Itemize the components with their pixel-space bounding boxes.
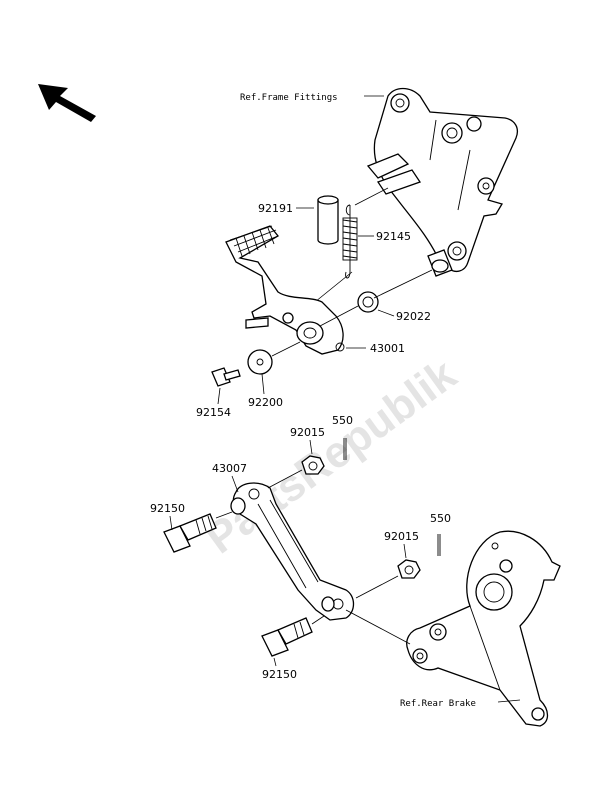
part-label-92150-lower: 92150 bbox=[262, 668, 297, 681]
spring-92145 bbox=[342, 204, 358, 279]
cotter-pin-550-upper bbox=[343, 438, 347, 460]
pivot-pin bbox=[427, 249, 453, 277]
ref-rear-brake-label: Ref.Rear Brake bbox=[400, 699, 476, 709]
part-label-43001: 43001 bbox=[370, 342, 405, 355]
part-label-92015-upper: 92015 bbox=[290, 426, 325, 439]
nut-92015-upper bbox=[301, 455, 325, 475]
part-label-92022: 92022 bbox=[396, 310, 431, 323]
part-label-550-lower: 550 bbox=[430, 512, 451, 525]
bolt-92154 bbox=[211, 367, 241, 387]
nut-92015-lower bbox=[397, 559, 421, 579]
rear-brake-arm bbox=[406, 530, 561, 727]
arrow-up-left-icon bbox=[38, 84, 96, 122]
bolt-92150-upper bbox=[163, 513, 217, 553]
frame-fitting-bracket bbox=[366, 87, 519, 273]
part-label-92200: 92200 bbox=[248, 396, 283, 409]
part-label-92150-upper: 92150 bbox=[150, 502, 185, 515]
bushing-92191 bbox=[317, 195, 339, 245]
part-label-92015-lower: 92015 bbox=[384, 530, 419, 543]
part-label-550-upper: 550 bbox=[332, 414, 353, 427]
part-label-92154: 92154 bbox=[196, 406, 231, 419]
cotter-pin-550-lower bbox=[437, 534, 441, 556]
washer-92022 bbox=[357, 291, 379, 313]
rod-43007 bbox=[230, 482, 355, 621]
bolt-92150-lower bbox=[261, 617, 313, 657]
part-label-92191: 92191 bbox=[258, 202, 293, 215]
brake-pedal-43001 bbox=[225, 225, 345, 355]
washer-92200 bbox=[247, 349, 273, 375]
watermark: PartsRepublik bbox=[197, 349, 466, 563]
ref-frame-fittings-label: Ref.Frame Fittings bbox=[240, 93, 338, 103]
part-label-92145: 92145 bbox=[376, 230, 411, 243]
part-label-43007: 43007 bbox=[212, 462, 247, 475]
